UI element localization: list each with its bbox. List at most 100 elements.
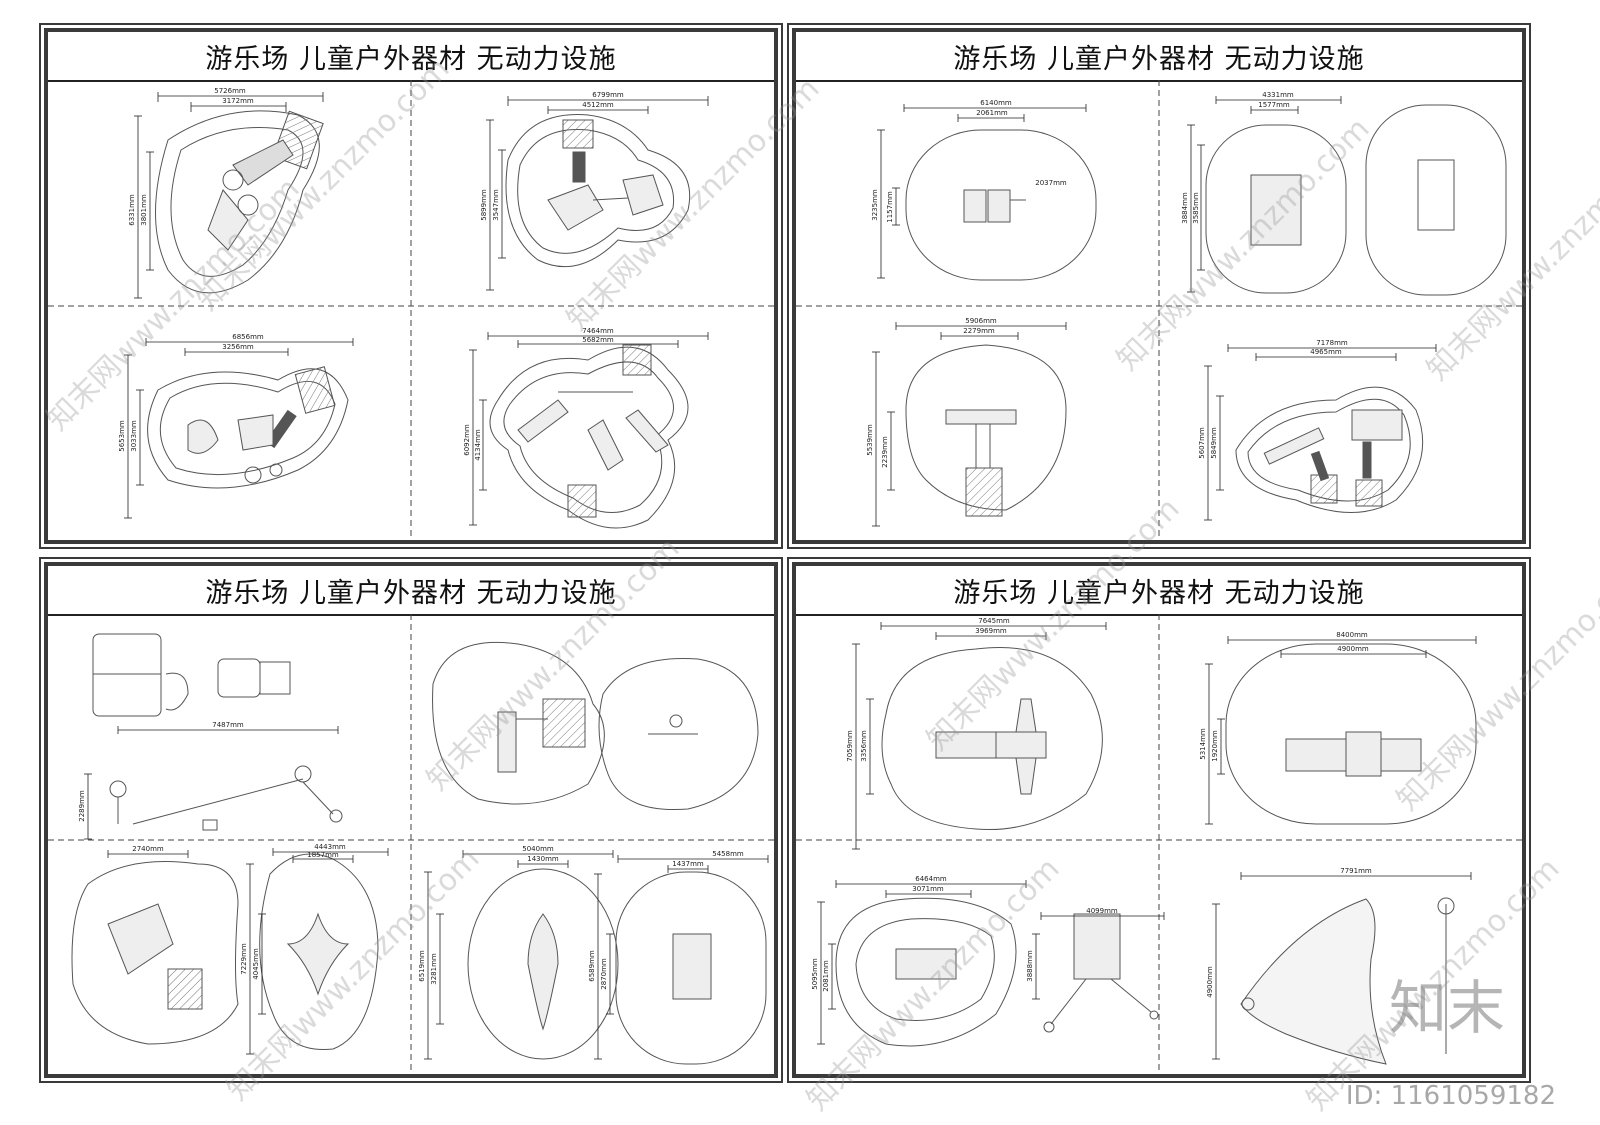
dimension-label: 4900mm [1337, 645, 1369, 653]
plan-view-13 [881, 646, 1103, 831]
dimension-label: 3172mm [222, 97, 254, 105]
dimension-label: 4134mm [474, 429, 482, 461]
dimension-lines-16 [1212, 872, 1472, 1060]
dimension-label: 3888mm [1026, 950, 1034, 982]
sheet-title: 游乐场 儿童户外器材 无动力设施 [48, 32, 774, 82]
dimension-label: 7487mm [212, 721, 244, 729]
dimension-label: 5653mm [118, 420, 126, 452]
dimension-lines-3 [124, 338, 354, 519]
sheet-title: 游乐场 儿童户外器材 无动力设施 [796, 566, 1522, 616]
dimension-lines-8 [1204, 344, 1437, 521]
drawing-sheet-2: 游乐场 儿童户外器材 无动力设施 6140mm 2061mm 3235mm 11… [787, 23, 1531, 549]
image-id-label: ID: 1161059182 [1345, 1081, 1556, 1111]
dimension-lines-5 [877, 104, 1087, 279]
dimension-label: 7464mm [582, 327, 614, 335]
dimension-label: 2870mm [600, 958, 608, 990]
dimension-label: 4512mm [582, 101, 614, 109]
dimension-label: 3585mm [1192, 192, 1200, 224]
plan-view-7 [905, 344, 1067, 517]
dimension-label: 4045mm [252, 948, 260, 980]
dimension-label: 7791mm [1340, 867, 1372, 875]
dimension-label: 6799mm [592, 91, 624, 99]
dimension-label: 4900mm [1206, 966, 1214, 998]
dimension-label: 5539mm [866, 424, 874, 456]
dimension-label: 7059mm [846, 730, 854, 762]
dimension-label: 4331mm [1262, 91, 1294, 99]
dimension-label: 5726mm [214, 87, 246, 95]
dimension-label: 5095mm [811, 958, 819, 990]
dimension-label: 5607mm [1198, 427, 1206, 459]
dimension-label: 2037mm [1035, 179, 1067, 187]
dimension-lines-14 [1205, 636, 1477, 825]
dimension-label: 1430mm [527, 855, 559, 863]
drawing-sheet-4: 游乐场 儿童户外器材 无动力设施 7645mm 3969mm 7059mm 33… [787, 557, 1531, 1083]
dimension-label: 2279mm [963, 327, 995, 335]
dimension-label: 3235mm [871, 189, 879, 221]
plan-view-5 [905, 129, 1097, 281]
dimension-lines-13 [852, 622, 1107, 850]
dimension-label: 1857mm [307, 851, 339, 859]
dimension-lines-6 [1187, 96, 1342, 293]
plan-view-12 [467, 868, 767, 1065]
dimension-lines-9 [84, 726, 339, 840]
dimension-label: 4443mm [314, 843, 346, 851]
plan-view-1 [155, 110, 324, 294]
dimension-label: 7178mm [1316, 339, 1348, 347]
dimension-label: 5906mm [965, 317, 997, 325]
plan-view-3 [147, 366, 349, 489]
dimension-label: 5314mm [1199, 728, 1207, 760]
dimension-label: 5682mm [582, 336, 614, 344]
dimension-label: 3256mm [222, 343, 254, 351]
dimension-label: 5849mm [1210, 427, 1218, 459]
plan-view-6 [1205, 104, 1507, 296]
dimension-label: 4099mm [1086, 907, 1118, 915]
sheet-1-drawing: 5726mm 3172mm 6331mm 3801mm 6799mm 4512m… [48, 80, 774, 540]
dimension-label: 3884mm [1181, 192, 1189, 224]
plan-view-11 [71, 853, 379, 1051]
dimension-label: 3969mm [975, 627, 1007, 635]
dimension-lines-15 [817, 880, 1165, 1045]
sheet-2-drawing: 6140mm 2061mm 3235mm 1157mm 2037mm 4331m… [796, 80, 1522, 540]
dimension-label: 6331mm [128, 194, 136, 226]
dimension-lines-4 [469, 332, 709, 526]
dimension-label: 3033mm [130, 420, 138, 452]
dimension-lines-11 [107, 848, 389, 1055]
dimension-label: 1157mm [886, 191, 894, 223]
sheet-3-drawing: 7487mm 2289mm 2740mm 4443mm 1857mm 7 [48, 614, 774, 1074]
sheet-title: 游乐场 儿童户外器材 无动力设施 [48, 566, 774, 616]
dimension-label: 1920mm [1211, 730, 1219, 762]
drawing-sheet-3: 游乐场 儿童户外器材 无动力设施 7487mm 2289mm [39, 557, 783, 1083]
dimension-label: 6140mm [980, 99, 1012, 107]
sheet-4-drawing: 7645mm 3969mm 7059mm 3356mm 8400mm 4900m… [796, 614, 1522, 1074]
dimension-label: 7229mm [240, 943, 248, 975]
dimension-label: 1577mm [1258, 101, 1290, 109]
sheet-title: 游乐场 儿童户外器材 无动力设施 [796, 32, 1522, 82]
dimension-label: 5458mm [712, 850, 744, 858]
dimension-label: 1437mm [672, 860, 704, 868]
dimension-label: 4965mm [1310, 348, 1342, 356]
dimension-label: 3281mm [430, 953, 438, 985]
dimension-label: 6519mm [418, 950, 426, 982]
dimension-lines-12 [424, 850, 769, 1060]
plan-view-16 [1240, 897, 1455, 1065]
dimension-label: 7645mm [978, 617, 1010, 625]
dimension-label: 3801mm [140, 194, 148, 226]
dimension-label: 6092mm [463, 424, 471, 456]
plan-view-15 [835, 897, 1159, 1047]
drawing-sheet-1: 游乐场 儿童户外器材 无动力设施 5726mm 3172mm 6331mm 38… [39, 23, 783, 549]
plan-view-2 [505, 114, 691, 268]
dimension-label: 6856mm [232, 333, 264, 341]
dimension-label: 3356mm [860, 730, 868, 762]
dimension-lines-7 [872, 322, 1067, 527]
dimension-label: 6464mm [915, 875, 947, 883]
dimension-label: 5899mm [480, 189, 488, 221]
dimension-label: 2289mm [78, 790, 86, 822]
dimension-label: 3071mm [912, 885, 944, 893]
dimension-label: 2239mm [881, 436, 889, 468]
plan-view-10 [432, 641, 759, 811]
dimension-label: 2081mm [822, 960, 830, 992]
dimension-label: 3547mm [492, 189, 500, 221]
plan-view-4 [489, 344, 689, 529]
dimension-lines-1 [134, 92, 324, 299]
dimension-label: 6589mm [588, 950, 596, 982]
